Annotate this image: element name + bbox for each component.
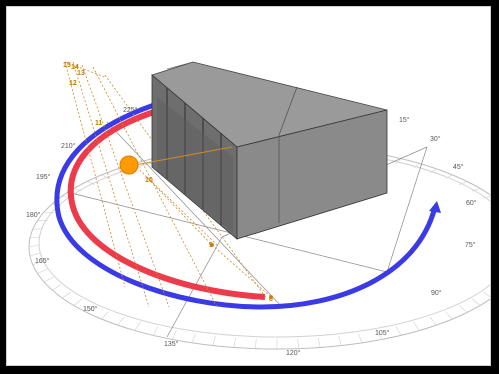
compass-tick — [191, 333, 196, 343]
degree-label-120: 120° — [286, 349, 301, 357]
compass-tick — [429, 168, 437, 174]
winter-solstice-path — [67, 108, 266, 300]
building-window-mullions — [166, 88, 222, 225]
degree-label-90: 90° — [431, 289, 442, 297]
compass-tick — [86, 305, 95, 313]
hour-label-8: 8 — [269, 296, 273, 303]
hour-label-15: 15 — [63, 62, 71, 69]
degree-label-15: 15° — [399, 116, 410, 124]
compass-tick — [413, 163, 420, 169]
compass-tick — [459, 181, 468, 185]
compass-tick — [28, 244, 40, 248]
compass-tick — [429, 316, 437, 326]
compass-tick — [32, 261, 43, 265]
compass-tick — [73, 298, 83, 306]
sun-direction-line — [134, 146, 233, 166]
hour-label-11: 11 — [95, 120, 103, 127]
compass-tick — [413, 321, 420, 331]
compass-tick — [471, 188, 481, 192]
compass-tick — [62, 291, 72, 299]
compass-tick — [117, 316, 125, 326]
compass-tick — [255, 338, 257, 349]
compass-tick — [482, 291, 490, 298]
compass-tick — [29, 236, 40, 239]
compass-tick — [459, 305, 468, 313]
compass-tick — [43, 211, 54, 214]
compass-tick — [37, 269, 48, 274]
hour-marker-9 — [210, 243, 214, 247]
hour-label-13: 13 — [77, 70, 85, 77]
compass-tick — [43, 276, 54, 283]
building-roof-division — [278, 86, 298, 136]
compass-tick — [101, 174, 109, 179]
degree-label-135: 135° — [164, 340, 179, 348]
building-model — [151, 61, 388, 240]
compass-tick — [212, 335, 216, 346]
degree-label-165: 165° — [35, 257, 50, 265]
guide-line — [81, 64, 170, 308]
hour-labels: 15 14 13 12 11 10 9 8 — [63, 62, 273, 303]
hour-marker-8 — [269, 295, 273, 299]
guide-line — [64, 61, 126, 288]
compass-tick — [358, 333, 363, 343]
grid-line — [106, 121, 283, 308]
degree-label-150: 150° — [83, 305, 98, 313]
summer-solstice-path — [54, 100, 438, 310]
building-roof-ridge — [166, 61, 194, 70]
3d-viewport[interactable]: 15 14 13 12 11 10 9 8 15° 30° 45° 60° 75… — [6, 6, 491, 366]
compass-tick — [52, 284, 62, 291]
degree-label-180: 180° — [26, 211, 41, 219]
guide-line — [92, 66, 218, 308]
degree-label-210: 210° — [61, 142, 76, 150]
grid-line — [66, 191, 388, 273]
compass-tick — [171, 330, 177, 340]
degree-label-75: 75° — [465, 241, 476, 249]
grid-line — [386, 146, 428, 273]
degree-label-30: 30° — [430, 135, 441, 143]
compass-tick — [152, 326, 159, 336]
sun-projection-guides — [64, 61, 272, 308]
compass-tick — [445, 174, 453, 179]
compass-tick — [395, 158, 402, 164]
guide-line — [72, 61, 150, 308]
degree-label-60: 60° — [466, 199, 477, 207]
hour-label-14: 14 — [71, 64, 79, 71]
sun-path-scene: 15 14 13 12 11 10 9 8 15° 30° 45° 60° 75… — [26, 61, 490, 357]
sun-path-arcs — [54, 100, 441, 310]
guide-line — [64, 61, 106, 78]
compass-tick — [445, 311, 453, 320]
building-glazing — [157, 97, 233, 233]
compass-tick — [233, 337, 236, 348]
hour-label-12: 12 — [69, 80, 77, 87]
compass-tick — [483, 196, 490, 199]
compass-tick — [134, 321, 141, 331]
hour-label-10: 10 — [145, 177, 153, 184]
degree-label-105: 105° — [375, 329, 390, 337]
building-side-face — [236, 109, 388, 240]
guide-line — [146, 176, 218, 246]
compass-tick — [32, 228, 43, 230]
degree-label-45: 45° — [453, 163, 464, 171]
sun-markers — [119, 146, 273, 299]
compass-tick — [297, 338, 299, 349]
degree-label-225: 225° — [123, 106, 138, 114]
compass-tick — [29, 252, 40, 257]
compass-tick — [377, 330, 383, 340]
compass-tick — [338, 335, 342, 346]
summer-path-arrowhead — [429, 201, 441, 213]
compass-tick — [86, 181, 95, 185]
compass-degree-labels: 15° 30° 45° 60° 75° 90° 105° 120° 135° 1… — [26, 106, 477, 357]
hour-label-9: 9 — [209, 242, 213, 249]
sun-icon[interactable] — [119, 155, 139, 175]
compass-tick — [471, 298, 481, 306]
compass-tick — [73, 188, 83, 192]
compass-tick — [395, 326, 402, 336]
guide-line — [211, 244, 272, 298]
compass-tick — [101, 311, 109, 320]
degree-label-195: 195° — [36, 173, 51, 181]
compass-tick — [318, 337, 321, 348]
